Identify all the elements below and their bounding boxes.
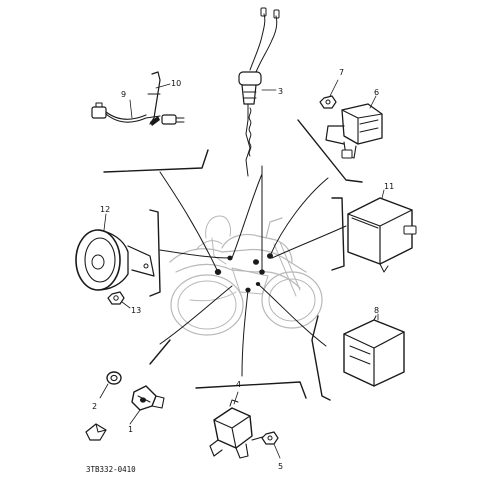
panel-brackets	[103, 119, 363, 401]
callout-13: 13	[131, 306, 141, 315]
part-12-horn	[75, 213, 155, 291]
callout-7: 7	[339, 68, 344, 77]
callout-9: 9	[121, 90, 126, 99]
part-9-10-cable-switch	[91, 71, 185, 126]
callout-10: 10	[171, 79, 181, 88]
clip-part	[85, 423, 107, 441]
motorcycle-outline	[169, 215, 323, 336]
part-4-sensor	[209, 391, 253, 459]
callout-6: 6	[374, 88, 379, 97]
part-1-switch	[129, 385, 165, 425]
part-3-sensor	[238, 7, 280, 177]
part-5-bolt	[251, 431, 281, 459]
callout-2: 2	[92, 402, 97, 411]
callout-5: 5	[278, 462, 283, 471]
leader-lines	[159, 165, 347, 377]
part-8-relay-box	[343, 313, 405, 387]
part-11-flasher	[347, 189, 417, 273]
part-6-7-relay	[319, 79, 383, 159]
part-2-washer	[99, 371, 122, 399]
callout-11: 11	[384, 182, 394, 191]
callout-8: 8	[374, 306, 379, 315]
callout-12: 12	[100, 205, 110, 214]
part-code-label: 3TB332-0410	[86, 465, 136, 474]
part-13-bolt	[107, 291, 131, 309]
callout-labels: 1 2 3 4 5 6 7 8 9 10 11 12 13	[92, 68, 394, 471]
callout-4: 4	[236, 380, 241, 389]
callout-3: 3	[278, 87, 283, 96]
callout-1: 1	[128, 425, 133, 434]
